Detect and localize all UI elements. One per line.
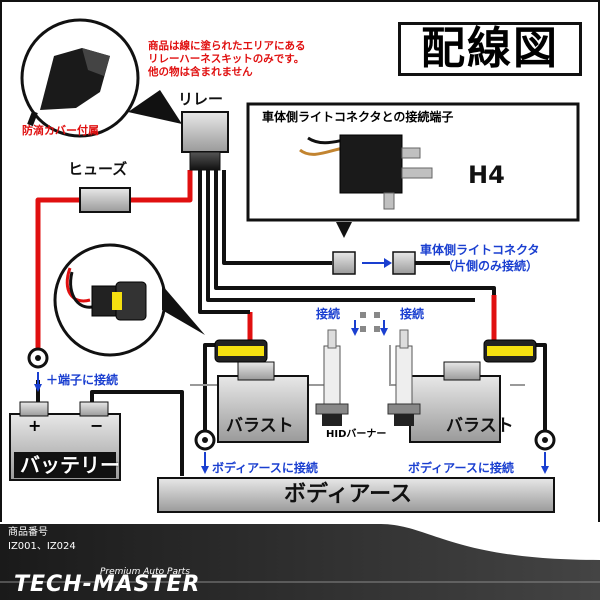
ballast-left-label: バラスト <box>226 416 294 436</box>
product-number: IZ001、IZ024 <box>8 541 76 552</box>
connect-arrow-head <box>384 258 392 268</box>
h4-connector-box <box>246 102 580 238</box>
connect-label-left: 接続 <box>316 307 341 321</box>
connect-left-arrow-head <box>351 328 359 336</box>
earth-ring-right <box>534 429 556 451</box>
fuse <box>79 187 131 213</box>
black-wires <box>36 170 547 476</box>
plus-terminal-ring <box>27 347 49 369</box>
brand-logo: TECH-MASTER <box>14 572 201 597</box>
connector-box-title: 車体側ライトコネクタとの接続端子 <box>262 110 454 124</box>
product-number-label: 商品番号 <box>8 527 48 538</box>
notice-text: 商品は線に塗られたエリアにある リレーハーネスキットのみです。 他の物は含まれま… <box>148 40 306 79</box>
connector-photo-circle <box>53 243 205 357</box>
battery-label: バッテリー <box>20 453 120 477</box>
ballast-right-housing <box>443 361 481 381</box>
hid-bulb-right <box>387 329 421 426</box>
relay <box>181 111 229 171</box>
ballast-left-housing <box>237 361 275 381</box>
red-wires <box>35 170 497 350</box>
fuse-label: ヒューズ <box>68 160 128 178</box>
earth-right-arrow-head <box>541 466 549 474</box>
battery-plus-label: + <box>28 416 42 435</box>
battery-minus-label: − <box>90 416 104 435</box>
battery <box>9 401 121 481</box>
harness-connector <box>332 251 356 275</box>
connect-right-arrow-head <box>380 328 388 336</box>
ballast-right-label: バラスト <box>446 416 514 436</box>
h4-label: H4 <box>468 161 505 189</box>
vehicle-connector <box>392 251 416 275</box>
connect-label-right: 接続 <box>400 307 425 321</box>
relay-label: リレー <box>178 90 224 108</box>
earth-connect-left-label: ボディアースに接続 <box>212 461 318 475</box>
notice-line: 他の物は含まれません <box>148 66 253 78</box>
small-terminal <box>374 312 380 318</box>
brand-tagline: Premium Auto Parts <box>100 567 190 577</box>
notice-line: リレーハーネスキットのみです。 <box>148 53 305 65</box>
waterproof-cover-label: 防滴カバー付属 <box>22 124 99 137</box>
yellow-connector-right <box>483 339 537 363</box>
earth-connect-right-label: ボディアースに接続 <box>408 461 514 475</box>
small-terminal <box>360 312 366 318</box>
footer-band <box>0 524 600 600</box>
plus-terminal-label: ＋端子に接続 <box>46 373 119 387</box>
body-earth-label: ボディアース <box>284 482 413 507</box>
small-terminal <box>374 326 380 332</box>
plus-arrow-head <box>34 384 42 392</box>
hid-burner-label: HIDバーナー <box>326 429 387 440</box>
yellow-connector-left <box>214 339 268 363</box>
body-earth-bar <box>157 477 555 513</box>
earth-left-arrow-head <box>201 466 209 474</box>
notice-line: 商品は線に塗られたエリアにある <box>148 40 306 52</box>
page-title: 配線図 <box>398 22 582 76</box>
relay-photo-circle <box>20 18 182 138</box>
vehicle-connector-label: 車体側ライトコネクタ <box>420 243 540 257</box>
hid-bulb-left <box>315 329 349 426</box>
earth-ring-left <box>194 429 216 451</box>
vehicle-connector-sublabel: （片側のみ接続） <box>442 259 539 273</box>
small-terminal <box>360 326 366 332</box>
